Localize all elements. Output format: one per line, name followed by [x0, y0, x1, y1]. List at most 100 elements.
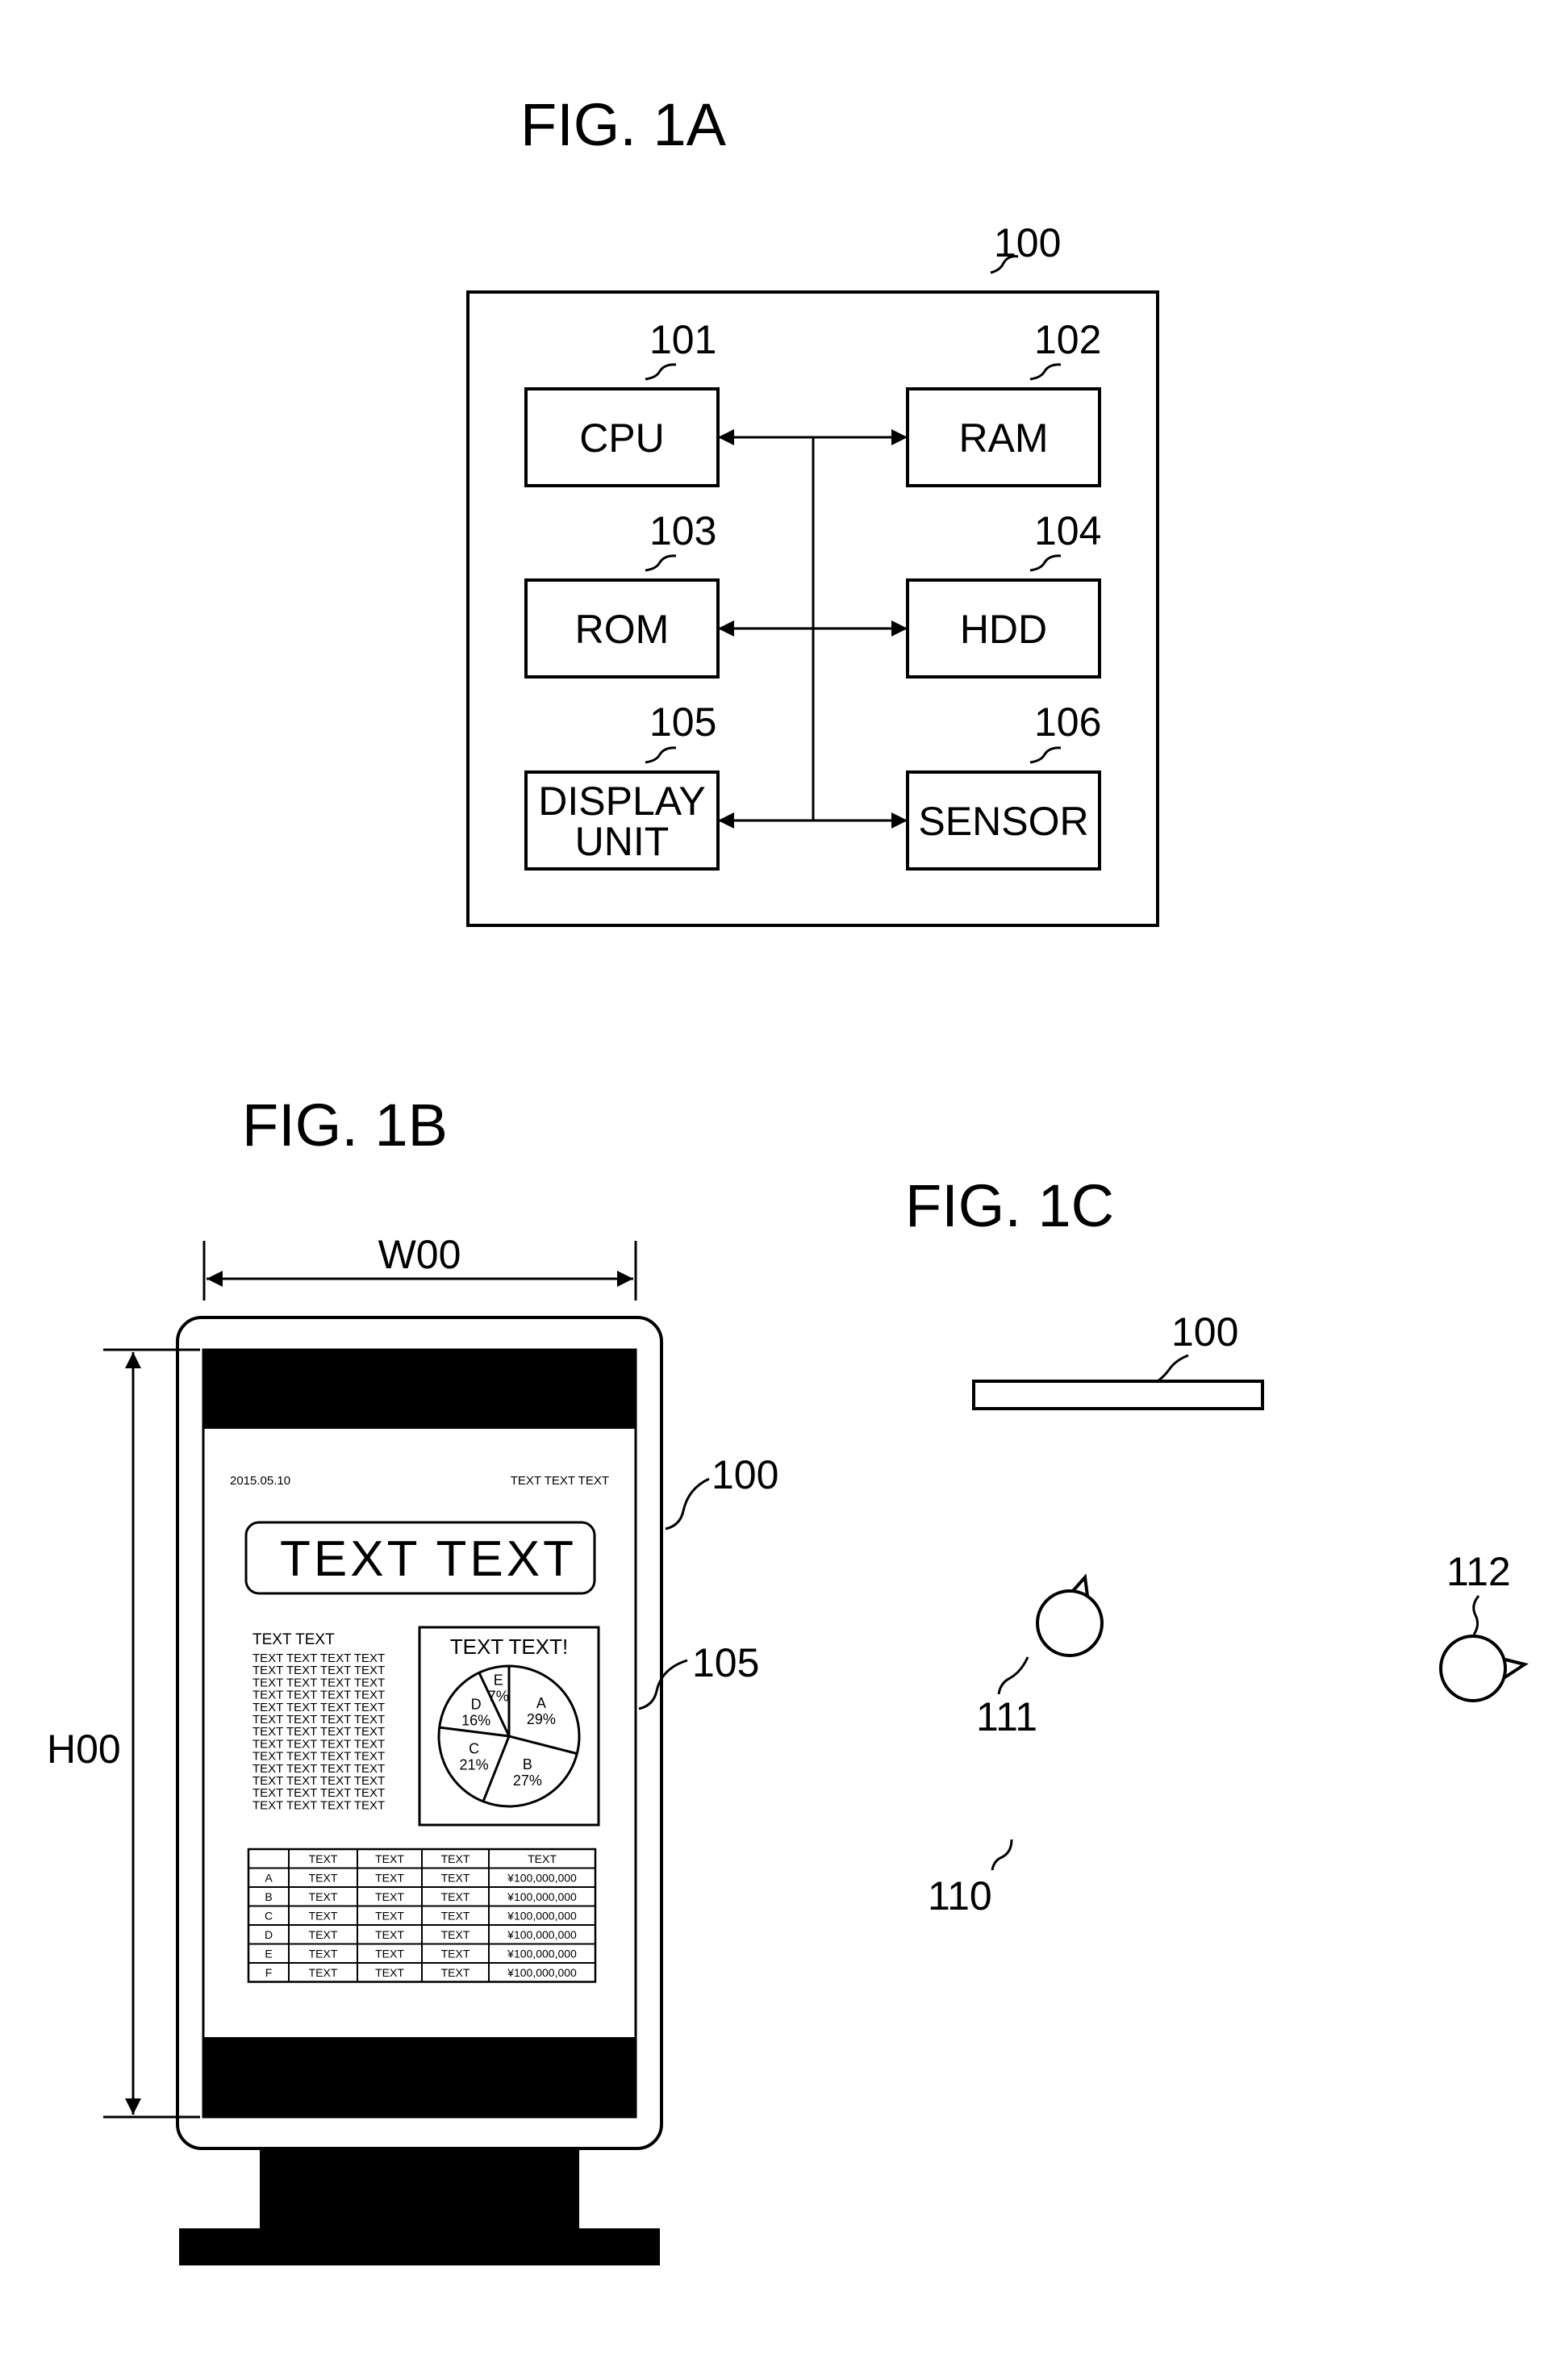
person-111-ref: 111 [976, 1694, 1037, 1739]
table-cell: D [265, 1928, 273, 1941]
fig-1a-device-ref: 100 [994, 220, 1061, 265]
table-header-cell: TEXT [528, 1852, 557, 1865]
table-cell: ¥100,000,000 [507, 1872, 577, 1885]
device-100-top-view [974, 1381, 1262, 1409]
screen-left-heading: TEXT TEXT [252, 1631, 335, 1648]
pie-slice-name-a: A [536, 1695, 546, 1711]
table-cell: TEXT [309, 1872, 338, 1885]
screen-left-text-block: TEXT TEXT TEXT TEXTTEXT TEXT TEXT TEXTTE… [252, 1651, 385, 1812]
fig-1c: FIG. 1C 100 111 112 110 [905, 1172, 1525, 1919]
pie-slice-pct-b: 27% [513, 1772, 542, 1789]
table-cell: ¥100,000,000 [507, 1928, 577, 1941]
table-cell: ¥100,000,000 [507, 1966, 577, 1979]
block-display-unit: DISPLAY UNIT 105 [526, 699, 718, 869]
table-cell: TEXT [309, 1910, 338, 1923]
table-cell: TEXT [375, 1948, 404, 1960]
table-cell: TEXT [375, 1910, 404, 1923]
fig-1b-title: FIG. 1B [242, 1092, 448, 1159]
block-rom: ROM 103 [526, 508, 718, 677]
block-display-label-line2: UNIT [575, 819, 670, 864]
block-hdd-ref: 104 [1034, 508, 1101, 553]
block-sensor-label: SENSOR [918, 799, 1088, 844]
person-112 [1441, 1636, 1525, 1701]
table-cell: TEXT [375, 1928, 404, 1941]
table-cell: TEXT [441, 1910, 470, 1923]
pie-slice-pct-a: 29% [527, 1711, 556, 1727]
block-sensor: SENSOR 106 [908, 699, 1101, 869]
screen-date: 2015.05.10 [230, 1474, 290, 1488]
screen-pie-title: TEXT TEXT! [450, 1635, 568, 1659]
screen-banner-text: TEXT TEXT [280, 1531, 577, 1587]
pie-slice-name-b: B [523, 1756, 532, 1772]
table-header-cell: TEXT [309, 1852, 338, 1865]
table-cell: TEXT [375, 1872, 404, 1885]
fig-1b-device-ref: 100 [712, 1452, 778, 1497]
fig-1a-title: FIG. 1A [520, 91, 727, 158]
block-cpu-label: CPU [579, 415, 665, 461]
pie-slice-pct-e: 7% [488, 1689, 509, 1705]
fig-1c-title: FIG. 1C [905, 1172, 1114, 1239]
table-cell: B [265, 1890, 272, 1903]
block-sensor-ref: 106 [1034, 699, 1101, 745]
table-cell: TEXT [309, 1948, 338, 1960]
block-ram-label: RAM [958, 415, 1048, 461]
pie-slice-pct-d: 16% [461, 1712, 490, 1728]
fig-1b-display-ref: 105 [692, 1640, 759, 1685]
table-cell: TEXT [375, 1890, 404, 1903]
table-cell: A [265, 1872, 273, 1885]
table-cell: ¥100,000,000 [507, 1948, 577, 1960]
block-rom-label: ROM [575, 607, 670, 652]
pie-slice-pct-c: 21% [460, 1757, 489, 1773]
leader-1c-device [1158, 1355, 1188, 1381]
block-cpu: CPU 101 [526, 317, 718, 486]
person-112-head [1441, 1636, 1505, 1701]
leader-person-111 [999, 1657, 1028, 1694]
table-cell: E [265, 1948, 272, 1960]
table-header-cell: TEXT [375, 1852, 404, 1865]
pie-slice-name-e: E [494, 1672, 503, 1689]
block-hdd: HDD 104 [908, 508, 1101, 677]
table-cell: F [265, 1966, 273, 1979]
block-ram: RAM 102 [908, 317, 1101, 486]
pie-slice-name-c: C [469, 1741, 479, 1757]
height-label: H00 [47, 1727, 121, 1772]
block-cpu-ref: 101 [649, 317, 716, 362]
table-cell: TEXT [441, 1890, 470, 1903]
block-display-label-line1: DISPLAY [538, 779, 706, 824]
signage-stand-neck [260, 2148, 579, 2228]
fig-1b: FIG. 1B W00 H00 2015.05.10 TEXT TEXT TEX… [47, 1092, 778, 2265]
leader-1b-device [666, 1479, 709, 1529]
person-111 [1037, 1577, 1102, 1656]
table-cell: TEXT [441, 1872, 470, 1885]
fig-1a: FIG. 1A 100 CPU 101 RAM 102 ROM 103 [468, 91, 1158, 925]
screen-header-right: TEXT TEXT TEXT [511, 1474, 609, 1488]
block-rom-ref: 103 [649, 508, 716, 553]
person-112-ref: 112 [1446, 1549, 1511, 1594]
table-cell: TEXT [375, 1966, 404, 1979]
block-hdd-label: HDD [960, 607, 1047, 652]
person-111-head [1037, 1591, 1102, 1656]
table-cell: ¥100,000,000 [507, 1910, 577, 1923]
area-110-ref: 110 [928, 1873, 992, 1919]
fig-1c-device-ref: 100 [1171, 1309, 1238, 1355]
signage-stand-base [179, 2228, 660, 2265]
table-cell: TEXT [309, 1928, 338, 1941]
screen-left-text-line: TEXT TEXT TEXT TEXT [252, 1798, 385, 1812]
block-display-ref: 105 [649, 699, 716, 745]
screen-top-black-band [203, 1350, 636, 1429]
table-cell: TEXT [441, 1966, 470, 1979]
width-label: W00 [378, 1232, 461, 1277]
table-cell: TEXT [309, 1890, 338, 1903]
pie-slice-name-d: D [471, 1696, 482, 1712]
table-cell: TEXT [441, 1928, 470, 1941]
leader-area-110 [992, 1839, 1012, 1870]
table-cell: ¥100,000,000 [507, 1890, 577, 1903]
block-ram-ref: 102 [1034, 317, 1101, 362]
table-header-cell: TEXT [441, 1852, 470, 1865]
leader-person-112 [1474, 1596, 1479, 1635]
screen-bottom-black-band [203, 2037, 636, 2117]
table-cell: TEXT [309, 1966, 338, 1979]
table-cell: TEXT [441, 1948, 470, 1960]
table-cell: C [265, 1910, 273, 1923]
